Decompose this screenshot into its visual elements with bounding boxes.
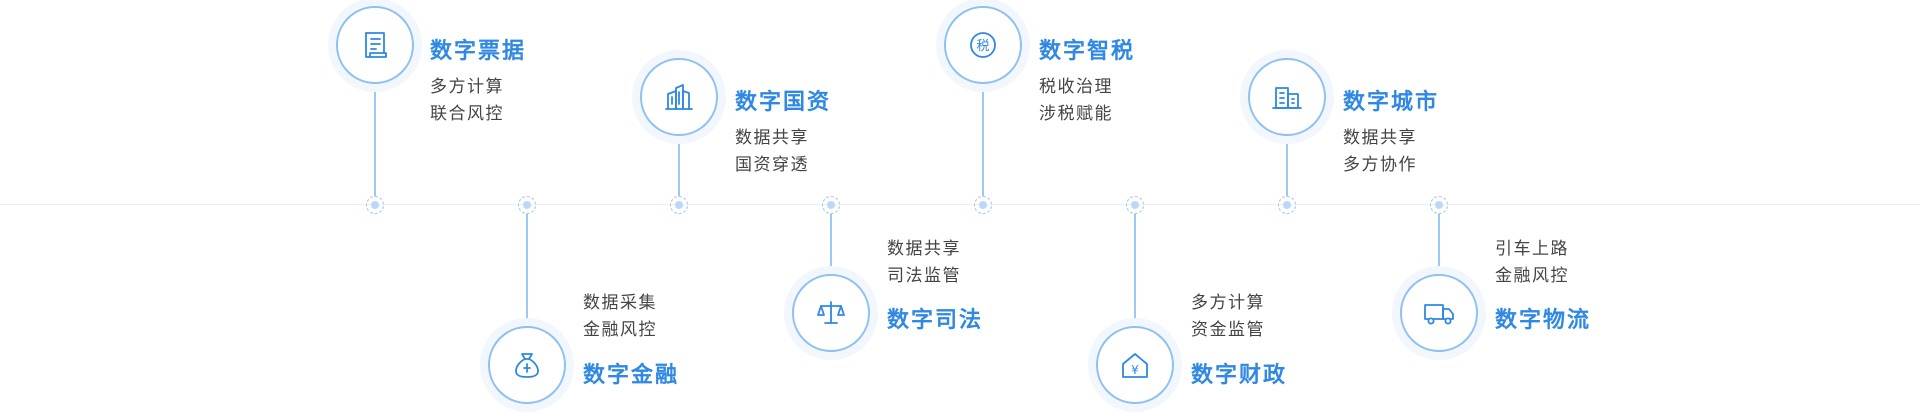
item-digital-state-assets <box>632 50 726 144</box>
connector-line <box>982 84 984 196</box>
icon-circle <box>640 58 718 136</box>
description-line: 数据共享 <box>735 128 809 147</box>
item-description: 多方计算 联合风控 <box>430 73 504 127</box>
item-title: 数字物流 <box>1495 307 1592 332</box>
icon-circle <box>792 274 870 352</box>
description-line: 涉税赋能 <box>1039 104 1113 123</box>
icon-circle: ¥ <box>1096 326 1174 404</box>
description-line: 联合风控 <box>430 104 504 123</box>
icon-circle <box>1248 58 1326 136</box>
connector-line <box>374 84 376 196</box>
money-bag-icon <box>515 353 539 378</box>
svg-text:税: 税 <box>976 39 989 54</box>
timeline-dot <box>1430 196 1448 214</box>
description-line: 金融风控 <box>1495 266 1569 285</box>
scales-icon <box>817 301 845 324</box>
item-title: 数字国资 <box>735 89 832 114</box>
item-title: 数字城市 <box>1343 89 1440 114</box>
description-line: 数据采集 <box>583 293 657 312</box>
connector-line <box>1438 214 1440 274</box>
item-title: 数字金融 <box>583 362 680 387</box>
item-description: 数据共享 司法监管 <box>887 235 961 289</box>
item-digital-tax: 税 <box>936 0 1030 92</box>
description-line: 金融风控 <box>583 320 657 339</box>
connector-line <box>526 214 528 326</box>
svg-text:¥: ¥ <box>1131 363 1139 377</box>
truck-icon <box>1424 304 1454 325</box>
document-icon <box>365 32 387 58</box>
icon-circle <box>488 326 566 404</box>
item-digital-bill <box>328 0 422 92</box>
item-title: 数字司法 <box>887 307 984 332</box>
icon-circle <box>1400 274 1478 352</box>
description-line: 数据共享 <box>1343 128 1417 147</box>
description-line: 税收治理 <box>1039 77 1113 96</box>
item-digital-logistics <box>1392 266 1486 360</box>
timeline-dot <box>670 196 688 214</box>
description-line: 多方协作 <box>1343 155 1417 174</box>
item-description: 数据采集 金融风控 <box>583 289 657 343</box>
description-line: 司法监管 <box>887 266 961 285</box>
description-line: 资金监管 <box>1191 320 1265 339</box>
item-description: 税收治理 涉税赋能 <box>1039 73 1113 127</box>
timeline-dot <box>366 196 384 214</box>
item-title: 数字智税 <box>1039 38 1136 63</box>
item-digital-city <box>1240 50 1334 144</box>
connector-line <box>1134 214 1136 326</box>
timeline-dot <box>974 196 992 214</box>
timeline-dot <box>1126 196 1144 214</box>
description-line: 多方计算 <box>1191 293 1265 312</box>
connector-line <box>830 214 832 274</box>
item-description: 数据共享 多方协作 <box>1343 124 1417 178</box>
description-line: 国资穿透 <box>735 155 809 174</box>
timeline-axis <box>0 204 1920 205</box>
item-digital-finance <box>480 318 574 412</box>
connector-line <box>1286 136 1288 196</box>
timeline-dot <box>518 196 536 214</box>
description-line: 引车上路 <box>1495 239 1569 258</box>
description-line: 多方计算 <box>430 77 504 96</box>
icon-circle: 税 <box>944 6 1022 84</box>
city-building-icon <box>1272 87 1302 109</box>
item-digital-public-finance: ¥ <box>1088 318 1182 412</box>
item-description: 引车上路 金融风控 <box>1495 235 1569 289</box>
tax-icon: 税 <box>970 32 996 58</box>
item-title: 数字票据 <box>430 38 527 63</box>
description-line: 数据共享 <box>887 239 961 258</box>
timeline-dot <box>1278 196 1296 214</box>
buildings-icon <box>665 84 693 110</box>
item-description: 数据共享 国资穿透 <box>735 124 809 178</box>
connector-line <box>678 136 680 196</box>
timeline-dot <box>822 196 840 214</box>
item-description: 多方计算 资金监管 <box>1191 289 1265 343</box>
icon-circle <box>336 6 414 84</box>
item-title: 数字财政 <box>1191 362 1288 387</box>
item-digital-justice <box>784 266 878 360</box>
yen-house-icon: ¥ <box>1122 353 1148 378</box>
